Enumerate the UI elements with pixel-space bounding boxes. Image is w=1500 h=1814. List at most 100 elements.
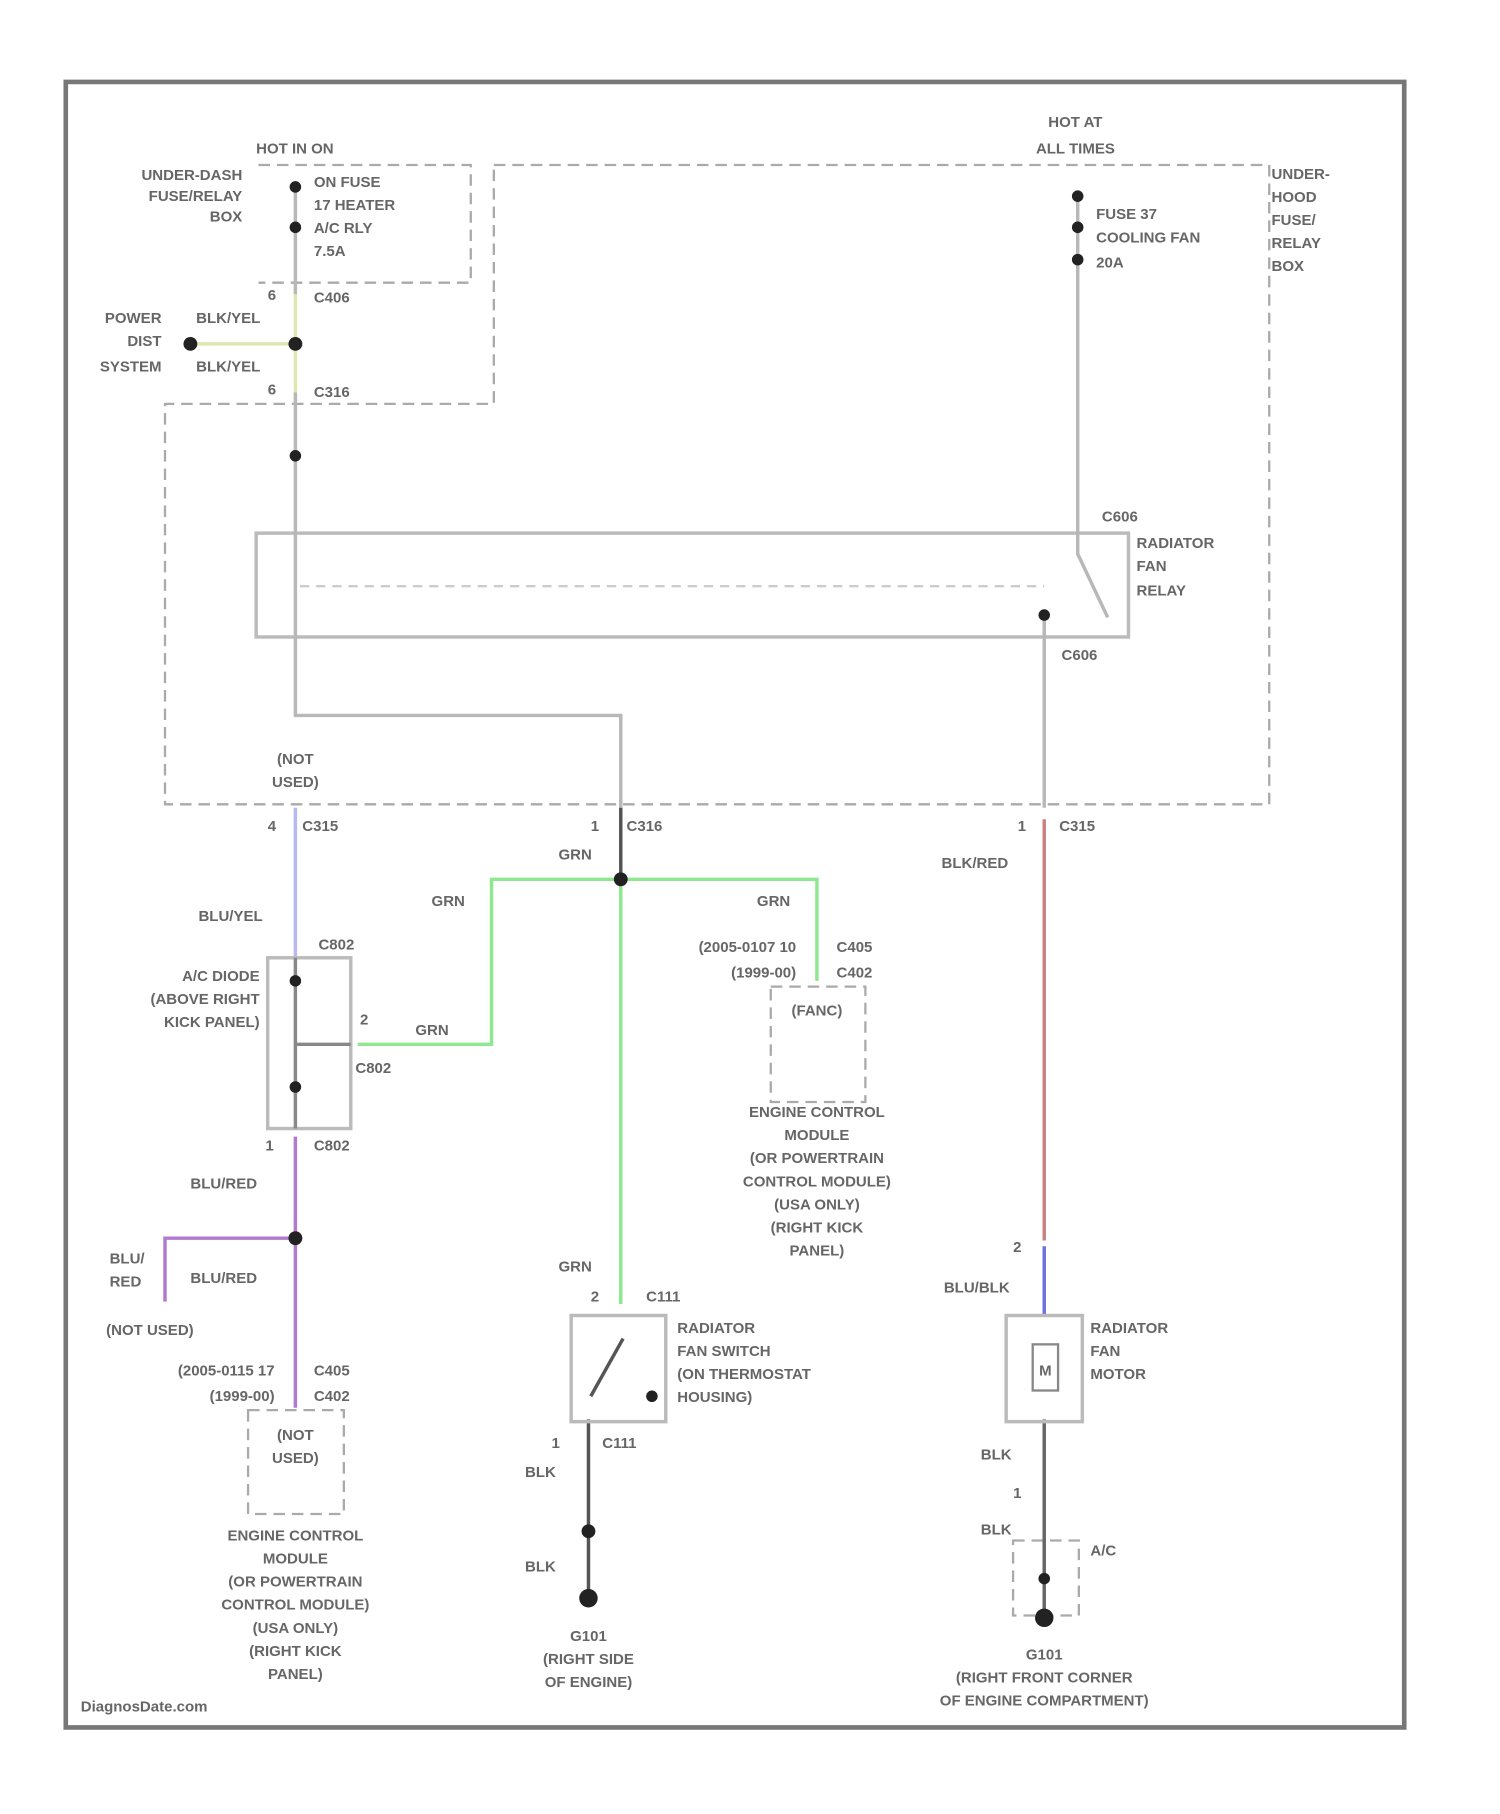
ecm-box-outline-2 — [246, 1408, 345, 1516]
svg-text:1: 1 — [552, 1435, 560, 1452]
diagram-frame — [63, 79, 1407, 1730]
svg-text:COOLING FAN: COOLING FAN — [1096, 229, 1200, 246]
junction-dots — [183, 181, 1084, 1628]
wire-left-relay — [293, 392, 623, 808]
svg-text:G101: G101 — [1026, 1646, 1063, 1663]
svg-text:RADIATOR: RADIATOR — [677, 1320, 755, 1337]
svg-text:USED): USED) — [272, 1450, 319, 1467]
svg-text:A/C RLY: A/C RLY — [314, 220, 373, 237]
svg-text:1: 1 — [591, 818, 599, 835]
motor-symbol: M — [1039, 1363, 1051, 1380]
svg-text:FAN: FAN — [1137, 558, 1167, 575]
svg-text:C316: C316 — [627, 818, 663, 835]
wire-grn-left — [357, 877, 621, 1047]
svg-text:PANEL): PANEL) — [268, 1666, 323, 1683]
svg-text:MOTOR: MOTOR — [1090, 1366, 1146, 1383]
svg-text:BLK: BLK — [981, 1522, 1012, 1539]
svg-text:UNDER-: UNDER- — [1272, 166, 1330, 183]
svg-text:G101: G101 — [570, 1628, 607, 1645]
svg-text:CONTROL MODULE): CONTROL MODULE) — [743, 1173, 891, 1190]
svg-text:C606: C606 — [1102, 509, 1138, 526]
svg-text:BLU/BLK: BLU/BLK — [944, 1279, 1010, 1296]
svg-text:2: 2 — [360, 1012, 368, 1029]
svg-text:OF ENGINE): OF ENGINE) — [545, 1674, 633, 1691]
mid-labels: (NOT USED) 4 C315 1 C316 1 C315 BLU/YEL … — [150, 751, 1095, 1260]
ground-box-outline — [1011, 1539, 1080, 1617]
svg-text:MODULE: MODULE — [263, 1551, 328, 1568]
svg-text:(RIGHT KICK: (RIGHT KICK — [249, 1643, 342, 1660]
svg-text:BLU/RED: BLU/RED — [190, 1270, 257, 1287]
svg-text:7.5A: 7.5A — [314, 243, 346, 260]
svg-text:(USA ONLY): (USA ONLY) — [253, 1620, 339, 1637]
svg-text:C405: C405 — [837, 939, 873, 956]
svg-text:(1999-00): (1999-00) — [731, 964, 796, 981]
svg-text:BLK: BLK — [981, 1447, 1012, 1464]
svg-text:ON FUSE: ON FUSE — [314, 174, 381, 191]
svg-text:6: 6 — [268, 382, 276, 399]
svg-text:A/C DIODE: A/C DIODE — [182, 968, 260, 985]
svg-text:BOX: BOX — [1272, 258, 1305, 275]
svg-text:ENGINE CONTROL: ENGINE CONTROL — [749, 1104, 885, 1121]
svg-text:DIST: DIST — [127, 333, 161, 350]
svg-text:(OR POWERTRAIN: (OR POWERTRAIN — [750, 1150, 884, 1167]
svg-text:C405: C405 — [314, 1363, 350, 1380]
svg-text:BOX: BOX — [210, 209, 243, 226]
svg-text:FAN SWITCH: FAN SWITCH — [677, 1343, 770, 1360]
svg-text:C402: C402 — [837, 964, 873, 981]
underdash-box-outline-2 — [163, 163, 1271, 806]
svg-text:GRN: GRN — [558, 1259, 591, 1276]
svg-text:(NOT: (NOT — [277, 1427, 314, 1444]
svg-text:C802: C802 — [355, 1060, 391, 1077]
svg-text:FUSE 37: FUSE 37 — [1096, 206, 1157, 223]
wire-blu-red-branch — [163, 1236, 296, 1302]
svg-text:GRN: GRN — [415, 1022, 448, 1039]
svg-text:1: 1 — [1013, 1485, 1021, 1502]
svg-text:2: 2 — [591, 1289, 599, 1306]
svg-text:(1999-00): (1999-00) — [210, 1388, 275, 1405]
svg-text:OF ENGINE COMPARTMENT): OF ENGINE COMPARTMENT) — [940, 1693, 1149, 1710]
svg-text:C316: C316 — [314, 384, 350, 401]
ecm-box-outline — [769, 985, 867, 1104]
svg-text:GRN: GRN — [432, 893, 465, 910]
wire-grn-right — [620, 877, 819, 981]
radiator-fan-switch — [569, 1313, 668, 1424]
relay-labels: C606 RADIATOR FAN RELAY C606 — [1062, 509, 1215, 664]
svg-text:6: 6 — [268, 287, 276, 304]
svg-text:RELAY: RELAY — [1272, 235, 1321, 252]
svg-text:MODULE: MODULE — [784, 1127, 849, 1144]
motor-symbol-box — [1031, 1343, 1060, 1392]
bottom-left-labels: BLU/RED BLU/RED BLU/ RED (NOT USED) (200… — [106, 1176, 369, 1683]
svg-text:(RIGHT SIDE: (RIGHT SIDE — [543, 1651, 634, 1668]
svg-text:C111: C111 — [646, 1289, 680, 1306]
svg-text:GRN: GRN — [757, 893, 790, 910]
svg-text:(RIGHT FRONT CORNER: (RIGHT FRONT CORNER — [956, 1669, 1133, 1686]
svg-text:BLK/YEL: BLK/YEL — [196, 359, 260, 376]
svg-text:C402: C402 — [314, 1388, 350, 1405]
svg-text:(2005-0115 17: (2005-0115 17 — [178, 1363, 275, 1380]
switch-labels: GRN 2 C111 RADIATOR FAN SWITCH (ON THERM… — [525, 1259, 811, 1691]
svg-text:(NOT USED): (NOT USED) — [106, 1322, 193, 1339]
svg-text:BLU/YEL: BLU/YEL — [198, 908, 262, 925]
svg-text:C606: C606 — [1062, 647, 1098, 664]
svg-text:FAN: FAN — [1090, 1343, 1120, 1360]
svg-text:A/C: A/C — [1090, 1543, 1116, 1560]
svg-text:FUSE/RELAY: FUSE/RELAY — [149, 188, 243, 205]
svg-text:GRN: GRN — [558, 847, 591, 864]
svg-text:ALL TIMES: ALL TIMES — [1036, 140, 1115, 157]
svg-text:SYSTEM: SYSTEM — [100, 359, 162, 376]
svg-text:FUSE/: FUSE/ — [1272, 212, 1317, 229]
svg-text:BLU/: BLU/ — [110, 1251, 146, 1268]
svg-text:(ON THERMOSTAT: (ON THERMOSTAT — [677, 1366, 811, 1383]
svg-text:RADIATOR: RADIATOR — [1090, 1320, 1168, 1337]
svg-text:1: 1 — [265, 1137, 273, 1154]
svg-text:KICK PANEL): KICK PANEL) — [164, 1014, 260, 1031]
svg-text:BLK: BLK — [525, 1464, 556, 1481]
svg-text:BLK: BLK — [525, 1559, 556, 1576]
radiator-fan-motor — [1004, 1313, 1085, 1424]
radiator-fan-relay — [254, 531, 1131, 639]
svg-text:4: 4 — [268, 818, 277, 835]
hot-in-label: HOT IN ON — [256, 140, 333, 157]
svg-text:20A: 20A — [1096, 255, 1124, 272]
svg-text:(FANC): (FANC) — [792, 1002, 843, 1019]
